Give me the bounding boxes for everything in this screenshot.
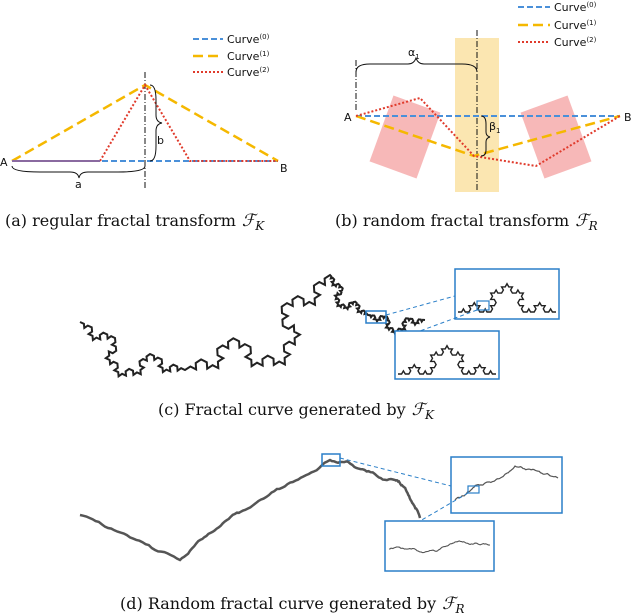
panel-b-legend: Curve(0) Curve(1) Curve(2) [518, 1, 597, 49]
random-region-right [520, 95, 592, 179]
legend-curve1-label: Curve(1) [227, 50, 270, 63]
brace-beta [480, 115, 491, 157]
zoom-inset-2 [384, 520, 495, 572]
panel-a: Curve(0) Curve(1) Curve(2) A B a b (a) r… [0, 33, 288, 233]
brace-alpha [355, 56, 478, 73]
zoom-box-nested [467, 485, 480, 494]
zoom-connector [385, 295, 456, 316]
zoom-inset-1 [454, 268, 560, 320]
koch-fractal-curve [79, 273, 426, 379]
point-a-label: A [344, 111, 352, 124]
point-b-label: B [624, 111, 632, 124]
alpha-label: α1 [408, 46, 420, 61]
point-a-label: A [0, 156, 8, 169]
point-b-label: B [280, 162, 288, 175]
zoom-box-small [365, 310, 387, 324]
zoom-inset-2 [394, 330, 500, 380]
zoom-box-nested [476, 300, 490, 311]
koch-zoom-curve-1 [458, 282, 556, 313]
zoom-connector [419, 492, 469, 522]
zoom-box-small [321, 453, 341, 467]
koch-zoom-curve-2 [398, 344, 496, 375]
length-a-label: a [75, 178, 82, 191]
panel-b: Curve(0) Curve(1) Curve(2) A B α1 β1 (b)… [335, 1, 632, 233]
legend-curve0-label: Curve(0) [554, 1, 597, 14]
random-zoom-curve-2 [389, 540, 491, 554]
zoom-connector [419, 309, 478, 332]
random-fractal-curve [79, 458, 422, 562]
legend-curve2-label: Curve(2) [227, 66, 270, 79]
curve2-line [12, 83, 278, 162]
legend-curve0-label: Curve(0) [227, 33, 270, 46]
panel-a-legend: Curve(0) Curve(1) Curve(2) [193, 33, 270, 79]
height-b-label: b [157, 134, 164, 147]
curve2-line [355, 96, 621, 168]
brace-a [11, 165, 146, 179]
zoom-inset-1 [450, 456, 563, 514]
legend-curve2-label: Curve(2) [554, 36, 597, 49]
zoom-connector [339, 457, 452, 487]
legend-curve1-label: Curve(1) [554, 19, 597, 32]
brace-b [149, 84, 163, 162]
beta-label: β1 [489, 120, 501, 135]
